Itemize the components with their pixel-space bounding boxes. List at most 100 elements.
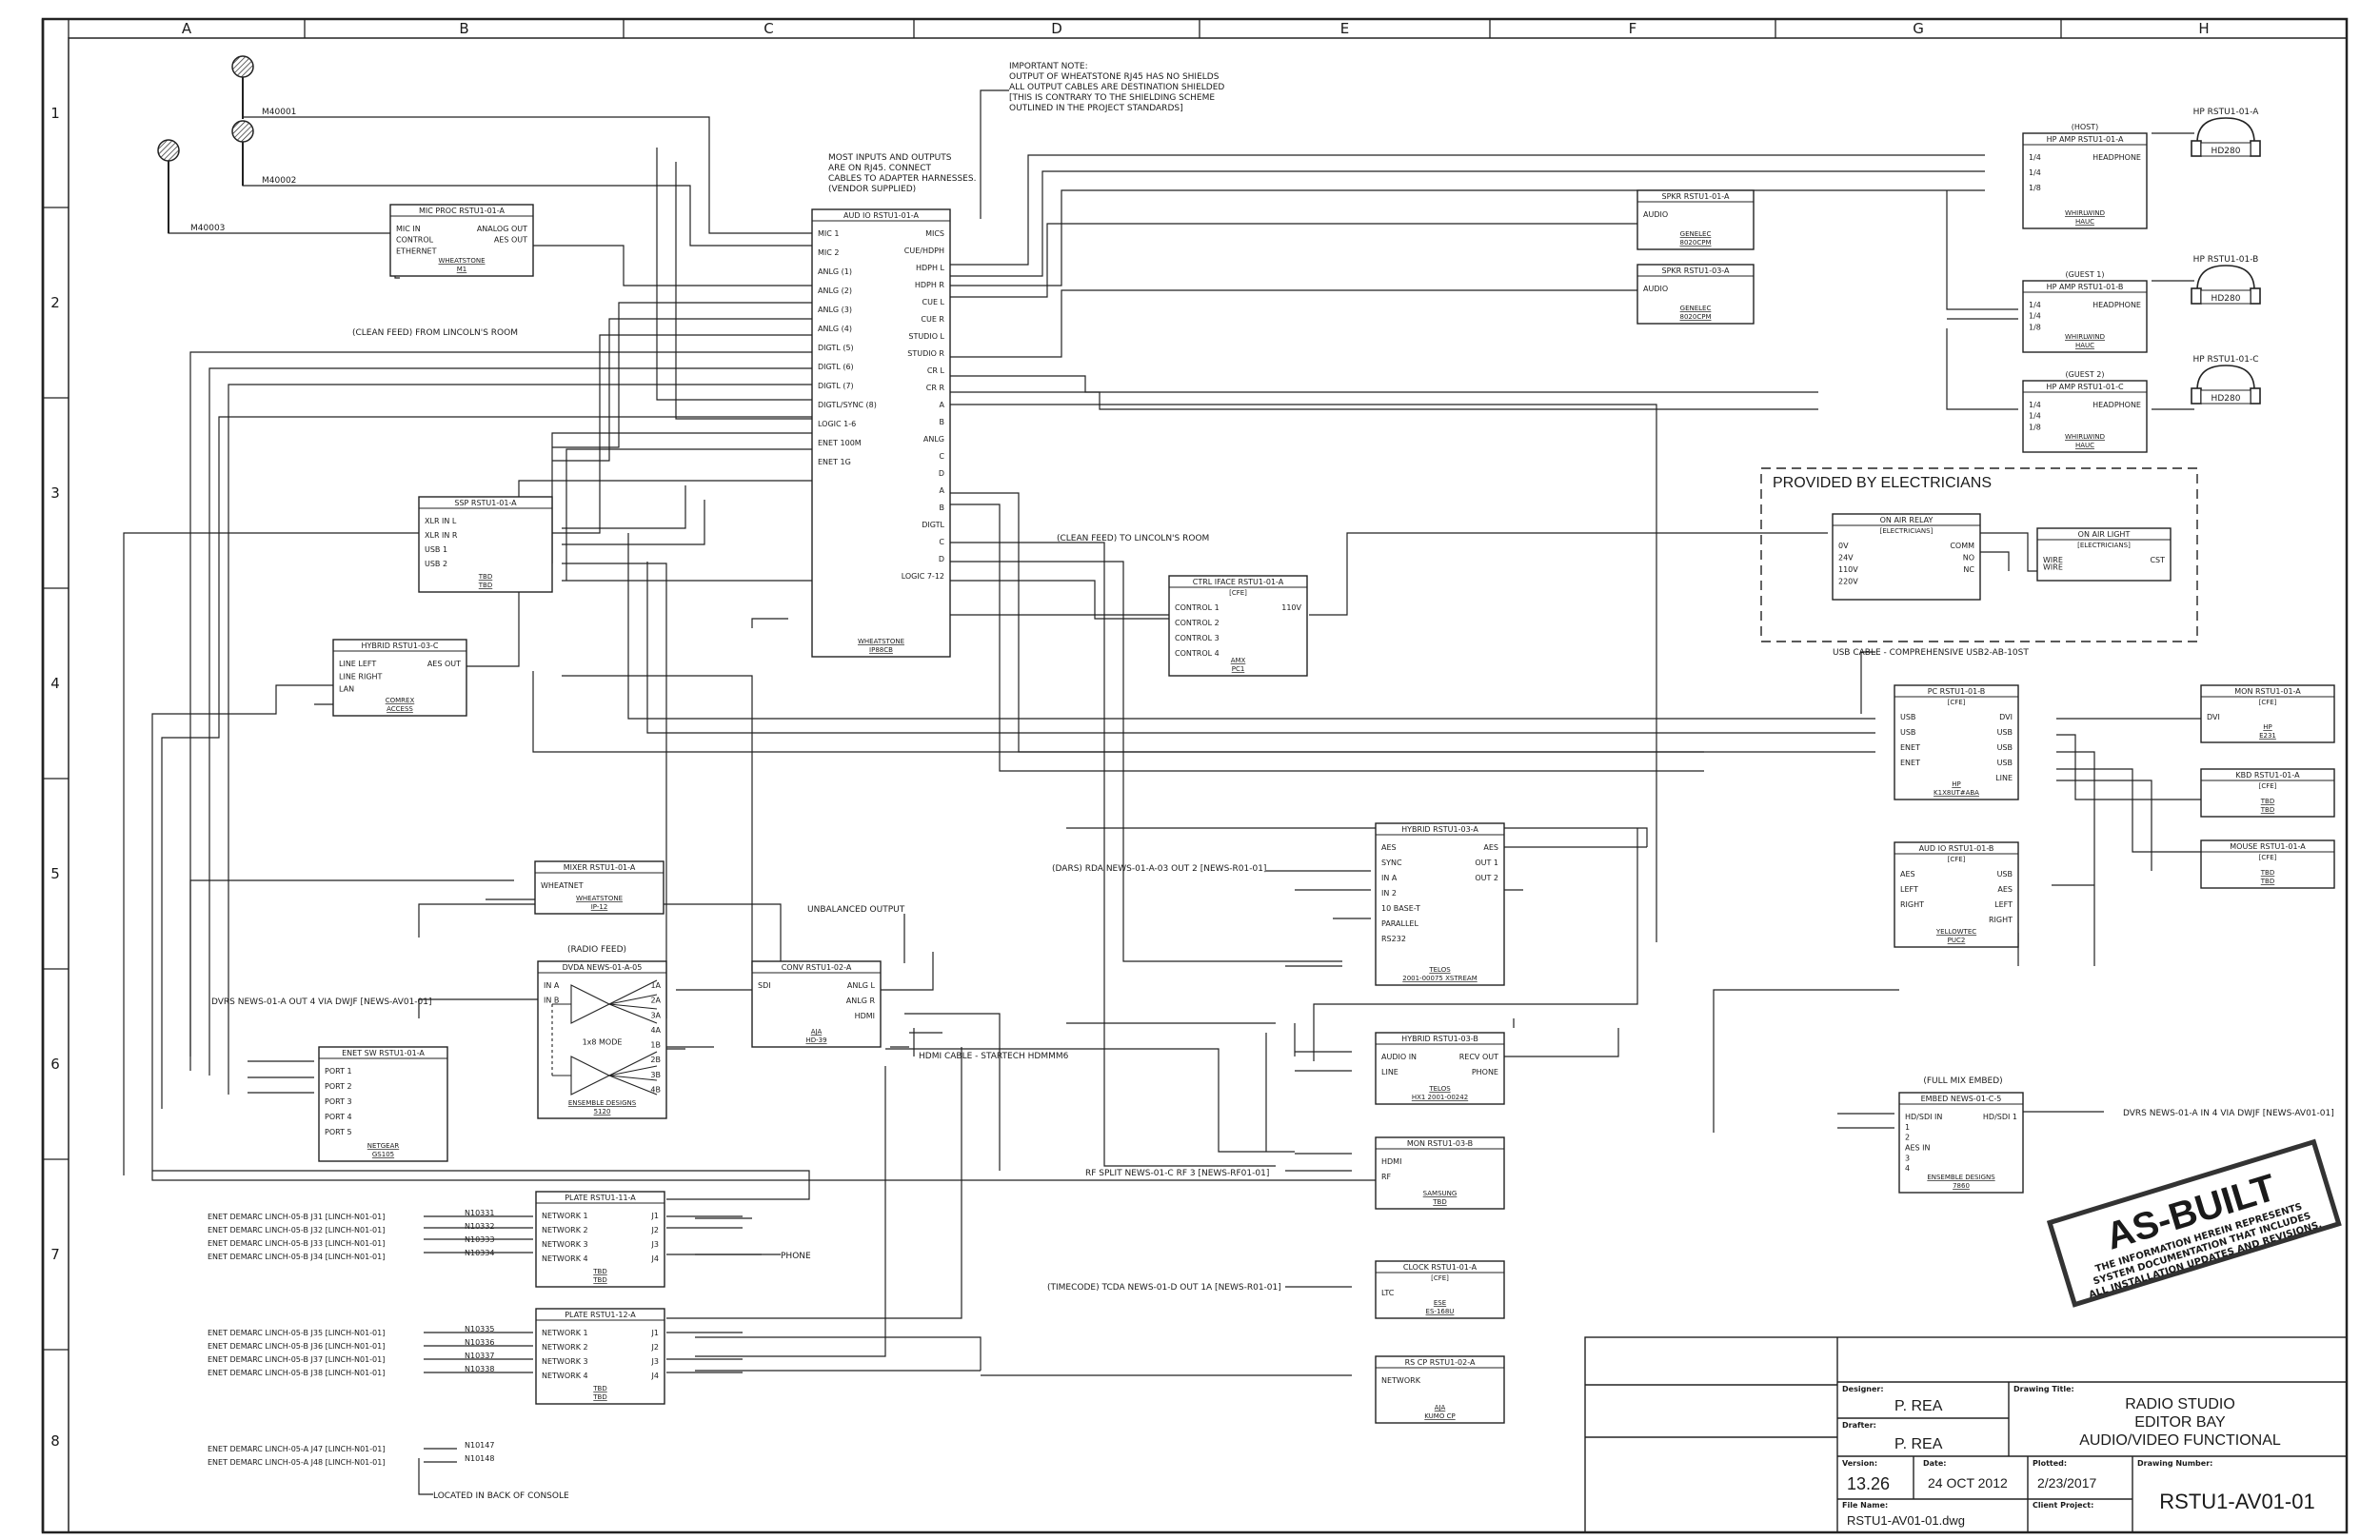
svg-text:ALL OUTPUT CABLES ARE DESTINAT: ALL OUTPUT CABLES ARE DESTINATION SHIELD…: [1009, 83, 1224, 92]
device-maker: AMX: [1231, 657, 1246, 664]
port-label: CONTROL 4: [1175, 649, 1220, 658]
port-label: 24V: [1838, 554, 1854, 563]
port-label: 4A: [650, 1026, 661, 1035]
port-label: ANLG (2): [818, 286, 852, 295]
device-model: 8020CPM: [1680, 239, 1712, 247]
zone-row-label: 4: [50, 675, 60, 692]
microphone-icon: [157, 139, 180, 233]
port-label: DVI: [2207, 713, 2220, 721]
full-mix-note: (FULL MIX EMBED): [1923, 1076, 2002, 1086]
port-label: NETWORK 2: [542, 1343, 588, 1352]
port-label: PARALLEL: [1381, 919, 1418, 928]
port-label: LAN: [339, 685, 354, 694]
port-label: 110V: [1281, 603, 1301, 612]
port-label: AES: [1381, 843, 1397, 852]
port-label: USB: [1997, 759, 2013, 767]
device-title: ON AIR RELAY: [1880, 516, 1934, 524]
port-label: LINE LEFT: [339, 660, 376, 668]
port-label: 1/4: [2029, 401, 2041, 409]
device-subtitle: [ELECTRICIANS]: [1880, 527, 1934, 535]
port-label: HEADPHONE: [2092, 401, 2141, 409]
port-label: LOGIC 7-12: [902, 572, 944, 581]
hdmi-cable-note: HDMI CABLE - STARTECH HDMMM6: [919, 1052, 1069, 1061]
timecode-note: (TIMECODE) TCDA NEWS-01-D OUT 1A [NEWS-R…: [1047, 1283, 1281, 1293]
svg-text:ARE ON RJ45. CONNECT: ARE ON RJ45. CONNECT: [828, 164, 932, 173]
zone-row-label: 1: [50, 105, 60, 122]
port-label: C: [939, 538, 944, 546]
title-block-text: Designer: P. REA Drafter: P. REA Drawing…: [1842, 1385, 2315, 1528]
port-label: DIGTL (5): [818, 344, 854, 352]
device-title: HP AMP RSTU1-01-B: [2047, 283, 2124, 291]
drafter: P. REA: [1894, 1436, 1943, 1452]
port-label: COMM: [1950, 542, 1974, 550]
device-subtitle: [CFE]: [2259, 782, 2277, 790]
dvda-splitter-symbol: [551, 979, 658, 1096]
port-label: LINE: [1995, 774, 2013, 782]
device-model: GS105: [372, 1151, 394, 1158]
port-label: LTC: [1381, 1289, 1395, 1297]
cable-number: N10336: [465, 1338, 494, 1347]
port-label: ENET 100M: [818, 439, 862, 447]
port-label: 2: [1905, 1134, 1910, 1142]
port-label: MIC 2: [818, 248, 839, 257]
demarc-label: ENET DEMARC LINCH-05-B J37 [LINCH-N01-01…: [208, 1355, 385, 1364]
device-maker: HP: [2263, 723, 2272, 731]
port-label: IN B: [544, 997, 559, 1005]
usb-cable-note: USB CABLE - COMPREHENSIVE USB2-AB-10ST: [1833, 648, 2029, 658]
port-label: HDPH R: [915, 281, 945, 289]
device-title: HYBRID RSTU1-03-B: [1401, 1035, 1478, 1043]
device-hp-amp-host: HP AMP RSTU1-01-A(HOST)1/41/41/8HEADPHON…: [2022, 123, 2148, 229]
drawing-frame: [41, 17, 2349, 1534]
device-model: TBD: [592, 1393, 606, 1401]
device-title: RS CP RSTU1-02-A: [1405, 1358, 1476, 1367]
device-title: SSP RSTU1-01-A: [454, 499, 517, 507]
device-model: 5120: [594, 1108, 611, 1116]
port-label: HD/SDI 1: [1983, 1113, 2017, 1121]
port-label: 110V: [1838, 565, 1858, 574]
demarc-label: ENET DEMARC LINCH-05-B J36 [LINCH-N01-01…: [208, 1342, 385, 1351]
drawing-title-line: RADIO STUDIO: [2125, 1396, 2235, 1412]
device-maker: NETGEAR: [367, 1142, 400, 1150]
port-label: IN A: [544, 981, 560, 990]
port-label: AUDIO: [1643, 210, 1668, 219]
port-label: D: [939, 469, 944, 478]
device-maker: WHIRLWIND: [2065, 209, 2105, 217]
port-label: 1/8: [2029, 423, 2041, 431]
device-maker: WHEATSTONE: [576, 895, 623, 902]
device-title: ENET SW RSTU1-01-A: [342, 1049, 425, 1057]
port-label: NETWORK 3: [542, 1357, 588, 1366]
port-label: AES: [1483, 843, 1498, 852]
cable-number: N10334: [465, 1249, 494, 1257]
device-title: KBD RSTU1-01-A: [2235, 771, 2300, 780]
port-label: 2B: [650, 1056, 661, 1064]
zone-column-label: E: [1340, 20, 1349, 37]
clean-feed-out: (CLEAN FEED) TO LINCOLN'S ROOM: [1057, 534, 1209, 543]
port-label: CONTROL 2: [1175, 619, 1220, 627]
port-label: HD/SDI IN: [1905, 1113, 1942, 1121]
port-label: SDI: [758, 981, 771, 990]
demarc-label: ENET DEMARC LINCH-05-A J48 [LINCH-N01-01…: [208, 1458, 385, 1467]
zone-column-label: B: [459, 20, 468, 37]
device-title: PLATE RSTU1-12-A: [565, 1311, 636, 1319]
zone-row-label: 5: [50, 865, 60, 882]
drawing-title-line: EDITOR BAY: [2134, 1414, 2226, 1431]
hp-c-maker: HD280: [2211, 394, 2241, 404]
zone-row-label: 7: [50, 1246, 60, 1263]
demarc-labels: ENET DEMARC LINCH-05-B J31 [LINCH-N01-01…: [208, 1209, 494, 1467]
mic-cable-2: M40002: [262, 176, 296, 186]
port-label: 10 BASE-T: [1381, 904, 1420, 913]
port-label: CONTROL 3: [1175, 634, 1220, 642]
microphone-icon: [231, 55, 254, 119]
port-label: RIGHT: [1989, 916, 2013, 924]
device-title: SPKR RSTU1-01-A: [1662, 192, 1730, 201]
dvrs-in-note: DVRS NEWS-01-A OUT 4 VIA DWJF [NEWS-AV01…: [211, 997, 432, 1007]
port-label: J4: [651, 1254, 659, 1263]
